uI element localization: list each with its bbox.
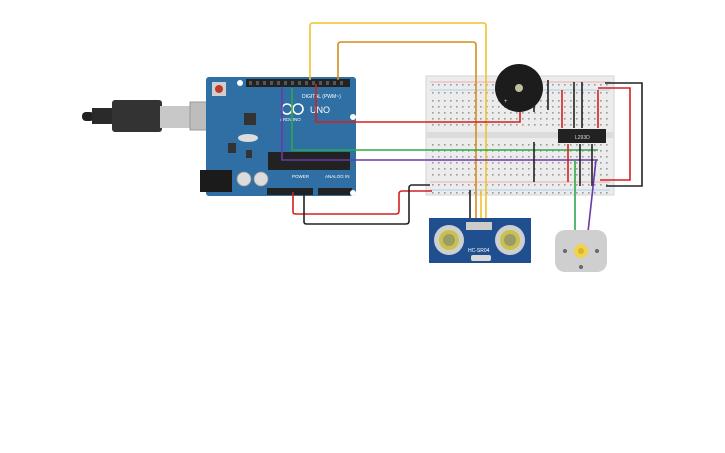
wire-green[interactable]	[291, 88, 598, 151]
sensor-label: HC-SR04	[468, 248, 490, 254]
wire-black-right[interactable]	[605, 82, 643, 187]
brand-label: ARDUINO	[280, 117, 301, 122]
digital-label: DIGITAL (PWM~)	[302, 94, 341, 100]
usb-cable-end	[82, 112, 94, 121]
usb-chip	[244, 113, 256, 125]
atmega-chip	[268, 152, 350, 170]
sensor-pins	[466, 222, 492, 230]
wire-purple[interactable]	[281, 88, 598, 161]
wire-red-right[interactable]	[598, 87, 631, 181]
ultrasonic-sensor[interactable]: HC-SR04	[429, 218, 531, 263]
usb-connector	[160, 106, 190, 128]
power-header	[267, 188, 313, 195]
wires	[281, 22, 643, 233]
capacitor	[253, 171, 269, 187]
wire-motor-purple[interactable]	[587, 159, 597, 233]
l293d-label: L293D	[575, 135, 590, 141]
capacitor	[236, 171, 252, 187]
l293d-body	[558, 129, 606, 143]
dc-motor[interactable]	[555, 230, 607, 272]
usb-cable[interactable]	[82, 100, 211, 132]
power-label: POWER	[292, 174, 310, 179]
reset-button[interactable]	[215, 85, 223, 93]
wire-yellow[interactable]	[309, 22, 487, 222]
analog-label: ANALOG IN	[325, 174, 350, 179]
arduino-uno[interactable]: DIGITAL (PWM~) ARDUINO UNO POWER ANALOG …	[200, 77, 356, 196]
wire-orange[interactable]	[337, 41, 477, 222]
usb-plug-body	[112, 100, 162, 132]
model-label: UNO	[310, 105, 330, 115]
power-jack[interactable]	[200, 170, 232, 192]
analog-header	[318, 188, 352, 195]
wire-black-bottom[interactable]	[303, 184, 430, 225]
piezo-buzzer[interactable]: +	[495, 64, 543, 112]
wire-red-bottom[interactable]	[292, 190, 432, 215]
svg-text:+: +	[504, 99, 508, 105]
l293d-chip[interactable]: L293D	[558, 129, 606, 143]
